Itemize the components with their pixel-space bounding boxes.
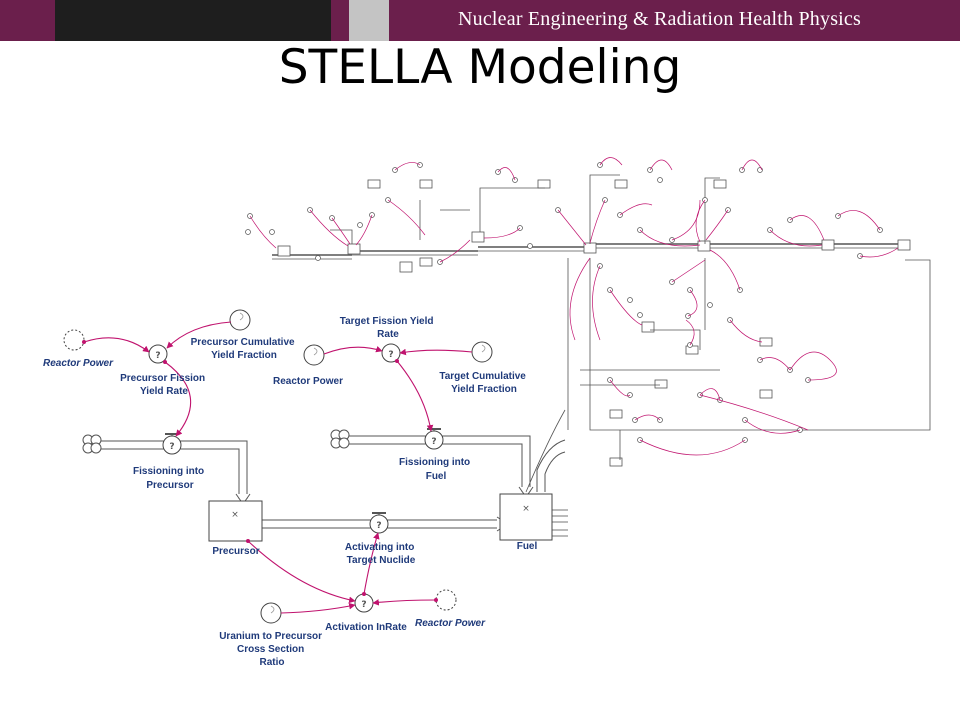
- flow-fissioning-into-fuel: [348, 409, 566, 498]
- converter-air-mark: ?: [361, 600, 366, 610]
- source-cloud-fuel: [330, 429, 350, 449]
- valve-fissioning-into-precursor[interactable]: ?: [162, 433, 182, 455]
- label-reactor-power-1: Reactor Power: [43, 358, 114, 369]
- valve-precursor-mark: ?: [169, 442, 174, 452]
- converter-tfyr-mark: ?: [388, 350, 393, 360]
- slide-title: STELLA Modeling: [278, 40, 682, 95]
- label-fissioning-into-precursor: Fissioning into Precursor: [133, 466, 207, 491]
- header-dark-block: [55, 0, 331, 41]
- valve-fuel-mark: ?: [431, 437, 436, 447]
- flow-fissioning-into-precursor: [100, 440, 251, 505]
- label-reactor-power-3: Reactor Power: [415, 618, 486, 629]
- label-uranium-to-precursor-cross-section-ratio: Uranium to Precursor Cross Section Ratio: [219, 631, 325, 668]
- stock-precursor[interactable]: ×: [208, 500, 263, 542]
- header-light-block: [349, 0, 389, 41]
- fuel-outflows: [552, 509, 568, 537]
- label-reactor-power-2: Reactor Power: [273, 376, 343, 387]
- constant-target-cumulative-yield-fraction[interactable]: [471, 341, 493, 363]
- label-fuel: Fuel: [517, 541, 538, 552]
- label-target-cumulative-yield-fraction: Target Cumulative Yield Fraction: [439, 371, 528, 395]
- valve-activation-mark: ?: [376, 521, 381, 531]
- department-name: Nuclear Engineering & Radiation Health P…: [458, 8, 861, 30]
- stock-fuel-mark: ×: [522, 504, 530, 514]
- overview-connectors: [249, 157, 899, 456]
- connectors: [83, 321, 473, 614]
- label-precursor-cumulative-yield-fraction: Precursor Cumulative Yield Fraction: [191, 337, 298, 361]
- converter-precursor-fission-yield-rate[interactable]: ?: [148, 344, 168, 364]
- source-cloud-precursor: [82, 434, 102, 454]
- valve-activating-into-target[interactable]: ?: [369, 512, 389, 534]
- ghost-reactor-power-3[interactable]: [435, 589, 457, 611]
- converter-activation-inrate[interactable]: ?: [354, 593, 374, 613]
- converter-pfyr-mark: ?: [155, 351, 160, 361]
- constant-reactor-power-2[interactable]: [303, 344, 325, 366]
- label-activating-into-target-nuclide: Activating into Target Nuclide: [345, 542, 417, 566]
- label-activation-inrate: Activation InRate: [325, 622, 407, 633]
- ghost-reactor-power-1[interactable]: [63, 329, 85, 351]
- stock-precursor-mark: ×: [231, 510, 239, 520]
- stock-fuel[interactable]: ×: [499, 493, 553, 541]
- valve-fissioning-into-fuel[interactable]: ?: [424, 428, 444, 450]
- constant-uranium-cross-section-ratio[interactable]: [260, 602, 282, 624]
- label-precursor: Precursor: [212, 546, 259, 557]
- overview-submodel: [245, 162, 931, 467]
- label-target-fission-yield-rate: Target Fission Yield Rate: [340, 316, 437, 340]
- label-precursor-fission-yield-rate: Precursor Fission Yield Rate: [120, 373, 208, 397]
- connector-origin-dots: [82, 340, 438, 602]
- constant-precursor-cumulative-yield-fraction[interactable]: [229, 309, 251, 331]
- label-fissioning-into-fuel: Fissioning into Fuel: [399, 457, 473, 482]
